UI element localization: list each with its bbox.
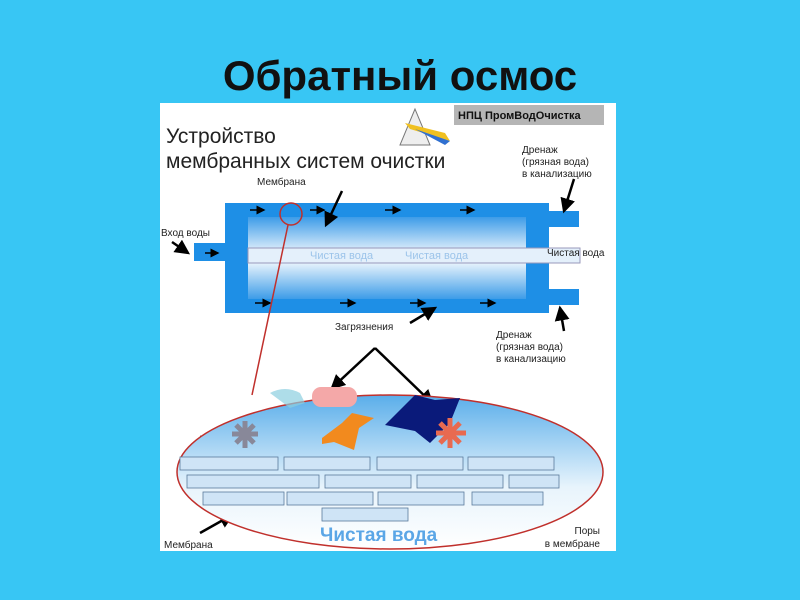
slide-title: Обратный осмос <box>222 52 578 99</box>
drain-top-label: Дренаж (грязная вода) в канализацию <box>522 145 592 180</box>
particle-star-red <box>436 418 466 448</box>
heading-line1: Устройство <box>166 125 276 148</box>
label-contaminants: Загрязнения <box>335 322 393 333</box>
zoom-connector-line <box>251 224 289 396</box>
reverse-osmosis-diagram: НПЦ ПромВодОчистка Устройство мембранных… <box>160 103 616 551</box>
prism-logo-icon <box>399 107 450 146</box>
membrane-vessel: Чистая вода Чистая вода <box>194 202 581 313</box>
svg-text:в канализацию: в канализацию <box>496 354 566 365</box>
inner-clean-water-2: Чистая вода <box>405 250 469 262</box>
label-clean-water-zoom: Чистая вода <box>320 525 438 546</box>
membrane-zoom-view <box>176 387 604 550</box>
label-clean-water-out: Чистая вода <box>547 248 605 259</box>
inner-clean-water-1: Чистая вода <box>310 250 374 262</box>
svg-text:(грязная вода): (грязная вода) <box>522 157 589 168</box>
drain-bottom-label: Дренаж (грязная вода) в канализацию <box>496 330 566 365</box>
svg-text:Дренаж: Дренаж <box>496 330 532 341</box>
label-water-in: Вход воды <box>161 228 210 239</box>
svg-text:в канализацию: в канализацию <box>522 169 592 180</box>
zoom-circle <box>279 202 303 226</box>
label-pores: Поры в мембране <box>545 526 601 550</box>
particle-star-grey <box>232 421 258 448</box>
svg-text:(грязная вода): (грязная вода) <box>496 342 563 353</box>
label-membrane-bottom: Мембрана <box>164 539 213 551</box>
brand-badge <box>454 105 604 125</box>
svg-text:в мембране: в мембране <box>545 538 601 550</box>
label-membrane-top: Мембрана <box>257 176 306 188</box>
brand-text: НПЦ ПромВодОчистка <box>458 110 581 122</box>
heading-line2: мембранных систем очистки <box>166 150 445 173</box>
svg-text:Поры: Поры <box>575 526 601 537</box>
svg-text:Дренаж: Дренаж <box>522 145 558 156</box>
